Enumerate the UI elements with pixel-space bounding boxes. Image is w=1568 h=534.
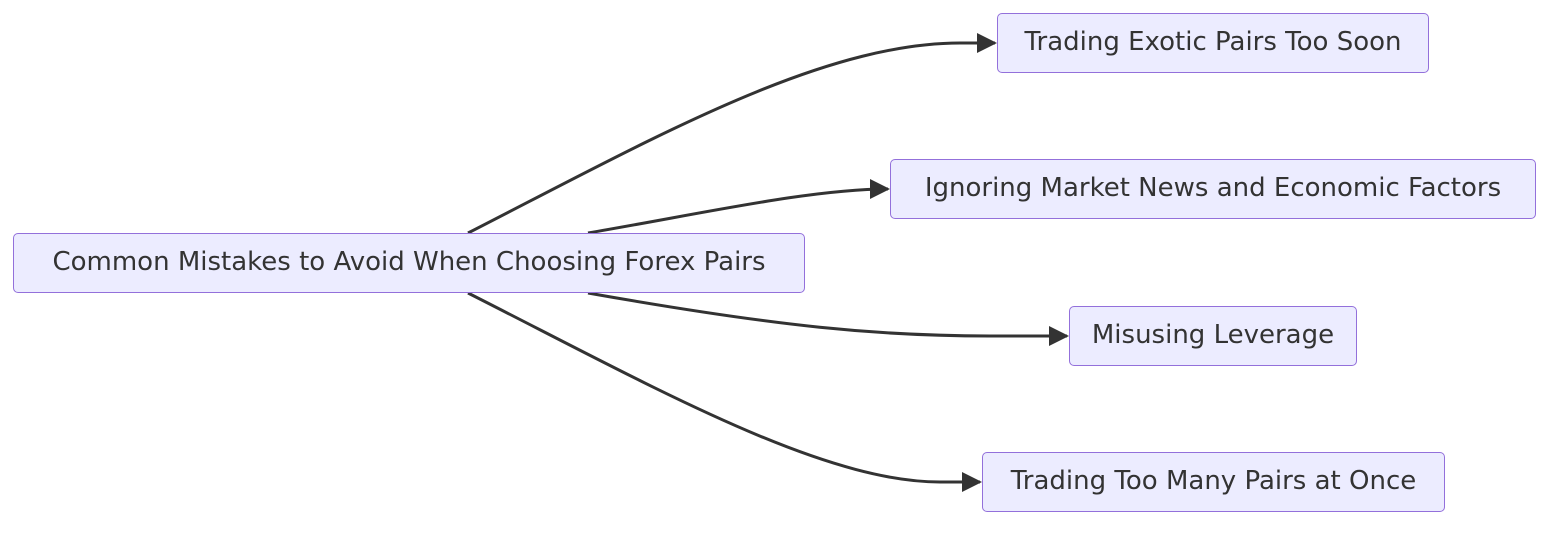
node-market-news[interactable]: Ignoring Market News and Economic Factor… — [890, 159, 1536, 219]
edge-to-misusing-leverage — [587, 291, 1069, 346]
root-node[interactable]: Common Mistakes to Avoid When Choosing F… — [13, 233, 805, 293]
node-too-many-pairs[interactable]: Trading Too Many Pairs at Once — [982, 452, 1445, 512]
node-misusing-leverage[interactable]: Misusing Leverage — [1069, 306, 1357, 366]
edge-to-exotic-pairs — [467, 33, 997, 235]
edge-to-too-many-pairs — [467, 291, 982, 492]
node-exotic-pairs[interactable]: Trading Exotic Pairs Too Soon — [997, 13, 1429, 73]
edge-to-market-news — [587, 179, 890, 235]
